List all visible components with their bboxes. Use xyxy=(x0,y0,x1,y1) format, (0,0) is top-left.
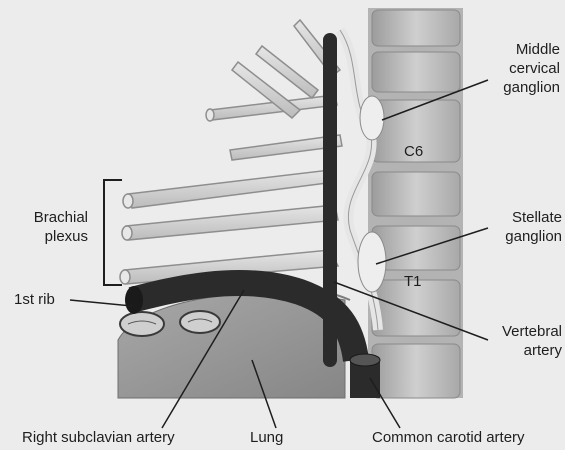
label-t1: T1 xyxy=(404,272,422,291)
label-line: Middle xyxy=(470,40,560,59)
label-line: artery xyxy=(470,341,562,360)
label-lung: Lung xyxy=(250,428,283,447)
label-line: cervical xyxy=(470,59,560,78)
label-right-subclavian-artery: Right subclavian artery xyxy=(22,428,175,447)
label-line: ganglion xyxy=(470,227,562,246)
label-line: ganglion xyxy=(470,78,560,97)
label-brachial-plexus: Brachial plexus xyxy=(0,208,88,246)
middle-cervical-ganglion-shape xyxy=(360,96,384,140)
label-stellate-ganglion: Stellate ganglion xyxy=(470,208,562,246)
label-first-rib: 1st rib xyxy=(14,290,55,309)
common-carotid-artery-shape xyxy=(350,354,380,398)
label-line: Vertebral xyxy=(470,322,562,341)
label-line: plexus xyxy=(0,227,88,246)
vertebral-column xyxy=(368,8,463,398)
label-line: Brachial xyxy=(0,208,88,227)
brachial-plexus-bracket xyxy=(104,180,122,285)
label-c6: C6 xyxy=(404,142,423,161)
label-line: Stellate xyxy=(470,208,562,227)
label-vertebral-artery: Vertebral artery xyxy=(470,322,562,360)
brachial-plexus-trunks xyxy=(120,20,342,284)
label-common-carotid-artery: Common carotid artery xyxy=(372,428,525,447)
label-middle-cervical-ganglion: Middle cervical ganglion xyxy=(470,40,560,97)
